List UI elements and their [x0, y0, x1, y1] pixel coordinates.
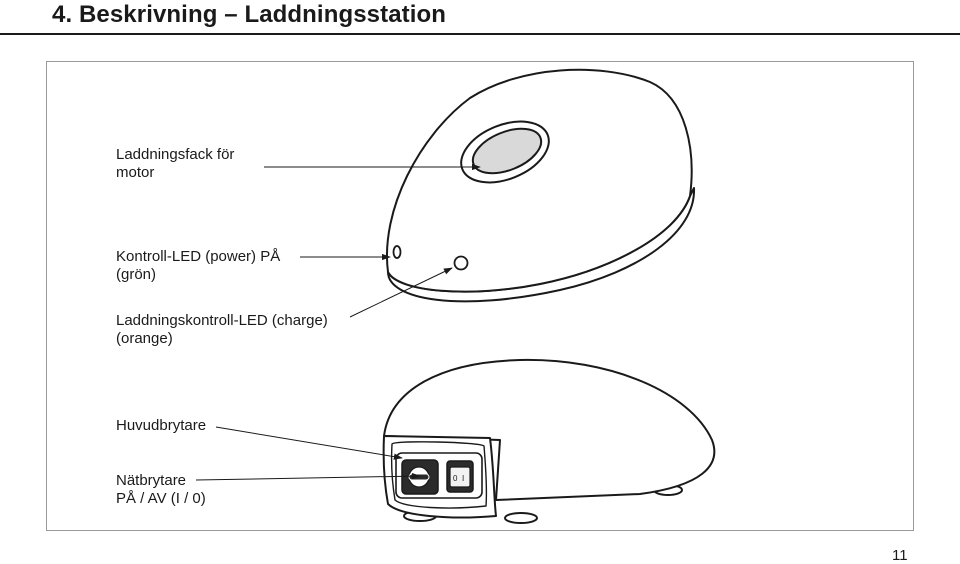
page-title: 4. Beskrivning – Laddningsstation	[52, 1, 447, 28]
callout-main-switch: Huvudbrytare	[116, 417, 206, 435]
callout-motor-compartment-line2: motor	[116, 164, 155, 181]
rocker-switch-mark-on: I	[462, 474, 464, 483]
callout-charge-led: Laddningskontroll-LED (charge) (orange)	[116, 312, 328, 348]
callout-power-switch: Nätbrytare PÅ / AV (I / 0)	[116, 472, 206, 508]
foot-middle	[504, 512, 538, 524]
leader-charge-led	[349, 267, 453, 318]
rocker-switch	[449, 466, 471, 488]
page-number: 11	[892, 547, 908, 564]
callout-lines	[195, 163, 481, 481]
callout-charge-led-line2: (orange)	[116, 330, 173, 347]
callout-power-switch-line1: Nätbrytare	[116, 472, 187, 489]
callout-power-switch-line2: PÅ / AV (I / 0)	[116, 490, 206, 507]
callout-charge-led-line1: Laddningskontroll-LED (charge)	[116, 312, 328, 329]
power-socket-pin	[408, 473, 430, 481]
header-rule	[0, 33, 960, 35]
leader-main-switch	[215, 426, 403, 460]
callout-power-led-line1: Kontroll-LED (power) PÅ	[116, 248, 281, 265]
figure-frame	[46, 61, 914, 531]
callout-power-led: Kontroll-LED (power) PÅ (grön)	[116, 248, 280, 284]
station-shell	[386, 68, 693, 293]
callout-main-switch-line1: Huvudbrytare	[116, 417, 207, 434]
charge-led	[453, 255, 469, 271]
callout-motor-compartment-line1: Laddningsfack för	[116, 146, 235, 163]
station-rear-view: 0 I	[382, 358, 716, 524]
callout-power-led-line2: (grön)	[116, 266, 157, 283]
rear-shell	[383, 358, 716, 501]
leader-power-switch	[195, 472, 421, 481]
power-led	[392, 245, 402, 259]
station-top-view	[386, 68, 696, 303]
callout-motor-compartment: Laddningsfack för motor	[116, 146, 234, 182]
rocker-switch-mark-off: 0	[453, 474, 458, 483]
